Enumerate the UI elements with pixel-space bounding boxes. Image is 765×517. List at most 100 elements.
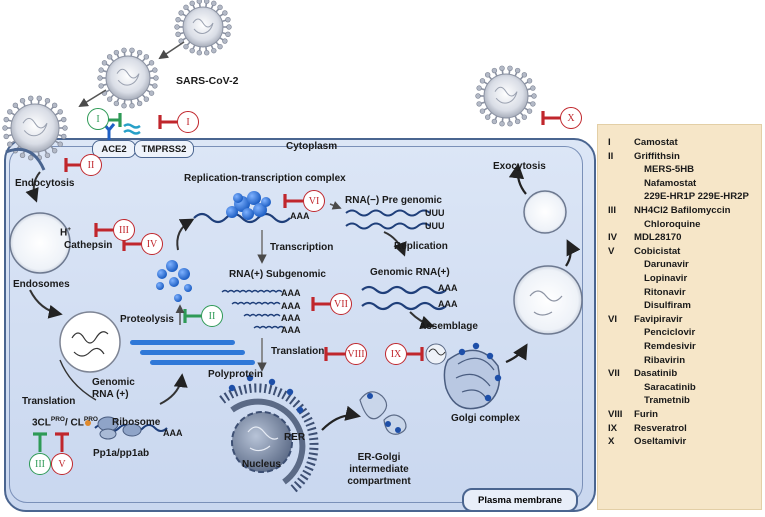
- legend-drug-name: Cobicistat: [634, 245, 681, 257]
- legend-drug-name: Oseltamivir: [634, 436, 687, 448]
- polyprotein-bar: [130, 340, 235, 345]
- cytoplasm-label: Cytoplasm: [286, 141, 338, 152]
- arrow-assemblage: [409, 311, 435, 330]
- spike-head: [507, 65, 513, 71]
- spike-head: [530, 85, 536, 91]
- endocytic-pit: [5, 147, 46, 171]
- spike-head: [106, 54, 113, 60]
- spike-head: [143, 96, 150, 102]
- aaa-sub-1: AAA: [281, 288, 301, 298]
- spike-head: [3, 116, 9, 123]
- spike-head: [36, 95, 42, 102]
- spike-head: [499, 65, 505, 71]
- spike-head: [97, 75, 103, 81]
- spike-head: [152, 67, 158, 73]
- spike-head: [62, 125, 68, 131]
- legend-drug-name: Dasatinib: [634, 368, 678, 380]
- spike-head: [129, 47, 135, 53]
- spike-head: [526, 78, 533, 84]
- spike-head: [12, 102, 19, 109]
- spike-head: [507, 121, 513, 127]
- aaa-sub-2: AAA: [281, 301, 301, 311]
- ergic-vesicle-1: [359, 391, 388, 420]
- arrow-to-rtc: [176, 218, 195, 251]
- spike-head: [183, 4, 189, 11]
- spike-head: [204, 50, 210, 56]
- ribosome-label: Ribosome: [112, 417, 161, 428]
- legend-class-number: I: [608, 137, 611, 148]
- legend-drug-name: Favipiravir: [634, 313, 683, 325]
- legend-class-number: X: [608, 436, 615, 448]
- rer-membrane-inner: [230, 398, 306, 485]
- spike-head: [196, 0, 202, 4]
- endosomes-label: Endosomes: [13, 279, 70, 290]
- spike-head: [98, 83, 104, 89]
- spike-head: [152, 83, 158, 89]
- legend-row: Ritonavir: [598, 287, 761, 301]
- arrow-replication: [383, 231, 407, 257]
- cathepsin-label: Cathepsin: [64, 240, 113, 251]
- virion-envelope: [105, 55, 151, 101]
- protease-dot: [85, 420, 91, 426]
- arrow-to-secretory-vesicle: [565, 239, 581, 267]
- spike-head: [189, 47, 195, 54]
- ergic-virion: [367, 393, 373, 399]
- rtc-label: Replication-transcription complex: [184, 173, 346, 184]
- legend-class-number: III: [608, 205, 616, 216]
- spike-head: [121, 47, 127, 53]
- polyprotein-bar: [150, 360, 255, 365]
- arrow-endocytosis: [25, 171, 41, 203]
- arrow-exocytosis: [508, 162, 527, 195]
- badge-endocytosis: II: [80, 154, 102, 176]
- legend-drug-name: Saracatinib: [644, 381, 696, 393]
- spike-head: [44, 98, 51, 104]
- ergic-label-1: ER-Golgi: [357, 452, 401, 463]
- subgenomic-rna: [243, 313, 281, 317]
- spike-head: [7, 109, 13, 115]
- transcription-label: Transcription: [270, 242, 334, 253]
- legend-drug-name: Darunavir: [644, 259, 689, 271]
- nsp-bead: [157, 269, 167, 279]
- legend-row: Trametnib: [598, 395, 761, 409]
- ergic-label-3: compartment: [347, 476, 411, 487]
- legend-row: Penciclovir: [598, 327, 761, 341]
- badge-assembly: IX: [385, 343, 407, 365]
- pp1a-label: Pp1a/pp1ab: [93, 448, 150, 459]
- endocytosis-label: Endocytosis: [15, 178, 75, 189]
- plasma-membrane-label: Plasma membrane: [462, 488, 578, 512]
- spike-head: [98, 67, 104, 73]
- spike-head: [521, 72, 528, 78]
- legend-drug-name: Ribavirin: [644, 354, 686, 366]
- rtc-bead: [261, 197, 271, 207]
- legend-class-number: VIII: [608, 409, 623, 420]
- subgenomic-rna: [221, 289, 283, 293]
- golgi-virion: [484, 394, 492, 402]
- spike-head: [521, 114, 528, 120]
- legend-class-number: VII: [608, 368, 620, 380]
- genomic-rna-plus-label: Genomic RNA(+): [370, 267, 450, 278]
- legend-class-number: IV: [608, 232, 618, 244]
- rna-minus-strand-1: [345, 209, 431, 217]
- virion-entering: [2, 95, 68, 161]
- virion-binding: [97, 47, 159, 109]
- spike-head: [51, 147, 58, 154]
- nucleus-body: [231, 411, 293, 473]
- nsp-bead: [156, 282, 164, 290]
- nsp-bead: [166, 260, 178, 272]
- spike-head: [530, 101, 536, 107]
- nsp-bead: [174, 294, 182, 302]
- spike-head: [211, 47, 217, 54]
- legend-drug-name: Trametnib: [644, 395, 690, 407]
- spike-head: [143, 54, 150, 60]
- legend-drug-name: Griffithsin: [634, 150, 680, 162]
- spike-head: [204, 0, 210, 4]
- spike-head: [189, 0, 195, 7]
- legend-drug-name: Chloroquine: [644, 218, 701, 230]
- legend-drug-name: 229E-HR1P 229E-HR2P: [644, 191, 749, 203]
- secretory-vesicle: [523, 190, 567, 234]
- polyprotein-bar: [140, 350, 245, 355]
